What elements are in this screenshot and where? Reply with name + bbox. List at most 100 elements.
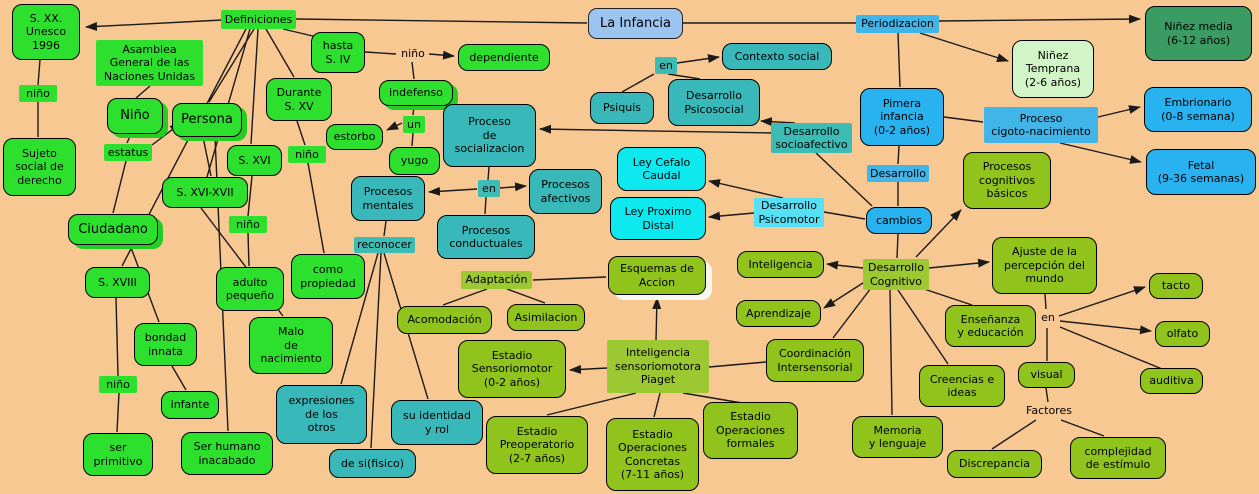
node-ninez-temprana[interactable]: Niñez Temprana (2-6 años) <box>1012 40 1094 98</box>
edge <box>897 289 949 365</box>
node-en-mid[interactable]: en <box>478 180 500 197</box>
node-asimilacion[interactable]: Asimilacion <box>507 304 585 331</box>
node-la-infancia[interactable]: La Infancia <box>588 8 683 39</box>
node-nino-label-1[interactable]: niño <box>19 85 57 102</box>
node-dependiente[interactable]: dependiente <box>458 44 550 71</box>
edge <box>126 133 132 144</box>
node-psiquis[interactable]: Psiquis <box>590 92 654 124</box>
node-cambios[interactable]: cambios <box>866 207 932 234</box>
node-bondad-innata[interactable]: bondad innata <box>134 323 197 366</box>
edge <box>919 32 1009 62</box>
node-desarrollo-psicosocial[interactable]: Desarrollo Psicosocial <box>668 79 760 126</box>
node-contexto-social[interactable]: Contexto social <box>722 43 832 70</box>
node-estadio-formales[interactable]: Estadio Operaciones formales <box>703 402 798 459</box>
node-auditiva[interactable]: auditiva <box>1140 368 1203 394</box>
edge <box>760 117 796 127</box>
node-estadio-preoperatorio[interactable]: Estadio Preoperatorio (2-7 años) <box>486 416 588 474</box>
node-ciudadano[interactable]: Ciudadano <box>68 214 158 245</box>
node-ajuste-percepcion[interactable]: Ajuste de la percepción del mundo <box>992 237 1097 294</box>
node-complejidad[interactable]: complejidad de estímulo <box>1070 437 1166 479</box>
edge <box>991 419 1037 450</box>
node-infante[interactable]: infante <box>161 391 219 419</box>
node-creencias[interactable]: Creencias e ideas <box>919 365 1005 407</box>
node-olfato[interactable]: olfato <box>1155 321 1210 347</box>
node-malo-nacimiento[interactable]: Malo de nacimiento <box>249 317 333 374</box>
node-memoria[interactable]: Memoria y lenguaje <box>852 416 943 458</box>
node-su-identidad[interactable]: su identidad y rol <box>391 400 483 445</box>
node-yugo[interactable]: yugo <box>389 147 440 175</box>
node-factores[interactable]: Factores <box>1026 403 1072 417</box>
node-acomodacion[interactable]: Acomodación <box>397 306 492 334</box>
node-hasta-siv[interactable]: hasta S. IV <box>311 32 365 73</box>
node-procesos-conductuales[interactable]: Procesos conductuales <box>437 215 535 259</box>
node-un[interactable]: un <box>403 116 425 133</box>
node-durante-sxv[interactable]: Durante S. XV <box>266 78 332 121</box>
edge <box>386 121 403 131</box>
edge <box>295 18 588 24</box>
node-de-si[interactable]: de si(fisico) <box>329 449 416 478</box>
node-sxviii[interactable]: S. XVIII <box>85 267 150 298</box>
node-estatus[interactable]: estatus <box>104 144 152 161</box>
node-periodizacion[interactable]: Periodizacion <box>856 15 939 33</box>
edge <box>411 61 415 80</box>
node-nino-label-3[interactable]: niño <box>229 216 267 233</box>
node-nino-label-4[interactable]: niño <box>99 376 137 393</box>
node-visual[interactable]: visual <box>1018 362 1075 388</box>
node-procesos-cognitivos[interactable]: Procesos cognitivos básicos <box>963 152 1051 209</box>
node-pimera-infancia[interactable]: Pimera infancia (0-2 años) <box>860 88 944 146</box>
edge <box>282 28 318 38</box>
node-ser-humano[interactable]: Ser humano inacabado <box>181 432 273 475</box>
node-desarrollo-psicomotor[interactable]: Desarrollo Psicomotor <box>754 198 824 227</box>
node-asamblea[interactable]: Asamblea General de las Naciones Unidas <box>96 40 203 86</box>
node-expresiones[interactable]: expresiones de los otros <box>276 385 367 444</box>
node-procesos-afectivos[interactable]: Procesos afectivos <box>529 169 602 214</box>
node-desarrollo-cognitivo[interactable]: Desarrollo Cognitivo <box>863 259 929 290</box>
node-indefenso[interactable]: indefenso <box>379 80 453 106</box>
node-adaptacion[interactable]: Adaptación <box>461 271 532 289</box>
node-estorbo[interactable]: estorbo <box>326 124 383 150</box>
node-coordinacion[interactable]: Coordinación Intersensorial <box>766 339 864 382</box>
node-sxx-unesco[interactable]: S. XX. Unesco 1996 <box>12 4 80 60</box>
node-definiciones[interactable]: Definiciones <box>221 10 296 29</box>
node-adulto-pequeno[interactable]: adulto pequeño <box>216 267 284 311</box>
node-nino-label-2[interactable]: niño <box>288 146 326 163</box>
node-inteligencia[interactable]: Inteligencia <box>737 251 824 278</box>
node-estadio-sensoriomotor[interactable]: Estadio Sensoriomotor (0-2 años) <box>458 340 566 398</box>
node-proceso-socializacion[interactable]: Proceso de socializacion <box>443 104 536 167</box>
node-tacto[interactable]: tacto <box>1149 273 1203 299</box>
node-proceso-cigoto[interactable]: Proceso cigoto-nacimiento <box>984 107 1098 143</box>
node-discrepancia[interactable]: Discrepancia <box>947 450 1042 478</box>
node-desarrollo-socioafectivo[interactable]: Desarrollo socioafectivo <box>771 123 852 153</box>
node-estadio-concretas[interactable]: Estadio Operaciones Concretas (7-11 años… <box>606 418 699 491</box>
node-desarrollo-label[interactable]: Desarrollo <box>867 165 929 182</box>
node-embrionario[interactable]: Embrionario (0-8 semana) <box>1144 87 1252 132</box>
node-procesos-mentales[interactable]: Procesos mentales <box>351 176 425 221</box>
node-aprendizaje[interactable]: Aprendizaje <box>736 300 821 327</box>
node-reconocer[interactable]: reconocer <box>354 237 415 253</box>
node-esquemas-accion[interactable]: Esquemas de Accion <box>608 256 706 295</box>
edge <box>1060 419 1105 437</box>
node-ensenanza[interactable]: Enseñanza y educación <box>945 305 1036 347</box>
node-nino-box[interactable]: Niño <box>107 98 163 134</box>
edge <box>506 288 546 304</box>
node-fetal[interactable]: Fetal (9-36 semanas) <box>1146 149 1256 195</box>
node-ley-cefalo[interactable]: Ley Cefalo Caudal <box>617 147 706 191</box>
node-sxvi-xvii[interactable]: S. XVI-XVII <box>162 177 248 208</box>
edge <box>676 54 720 64</box>
edge <box>340 252 379 385</box>
node-nino-plain-top[interactable]: niño <box>401 47 425 61</box>
edge <box>442 288 488 306</box>
node-ser-primitivo[interactable]: ser primitivo <box>83 433 153 476</box>
node-en-plain[interactable]: en <box>1041 311 1055 325</box>
edge <box>428 186 478 196</box>
node-persona[interactable]: Persona <box>172 103 242 137</box>
node-ley-proximo[interactable]: Ley Proximo Distal <box>610 197 706 240</box>
node-sxvi[interactable]: S. XVI <box>227 145 282 176</box>
node-sujeto-social[interactable]: Sujeto social de derecho <box>3 138 76 196</box>
edge <box>708 211 755 221</box>
node-ninez-media[interactable]: Niñez media (6-12 años) <box>1145 6 1252 61</box>
node-intel-sensoriomotora[interactable]: Inteligencia sensoriomotora Piaget <box>607 340 709 393</box>
node-como-propiedad[interactable]: como propiedad <box>291 254 365 299</box>
edge <box>708 361 767 368</box>
node-en-top[interactable]: en <box>655 57 677 74</box>
